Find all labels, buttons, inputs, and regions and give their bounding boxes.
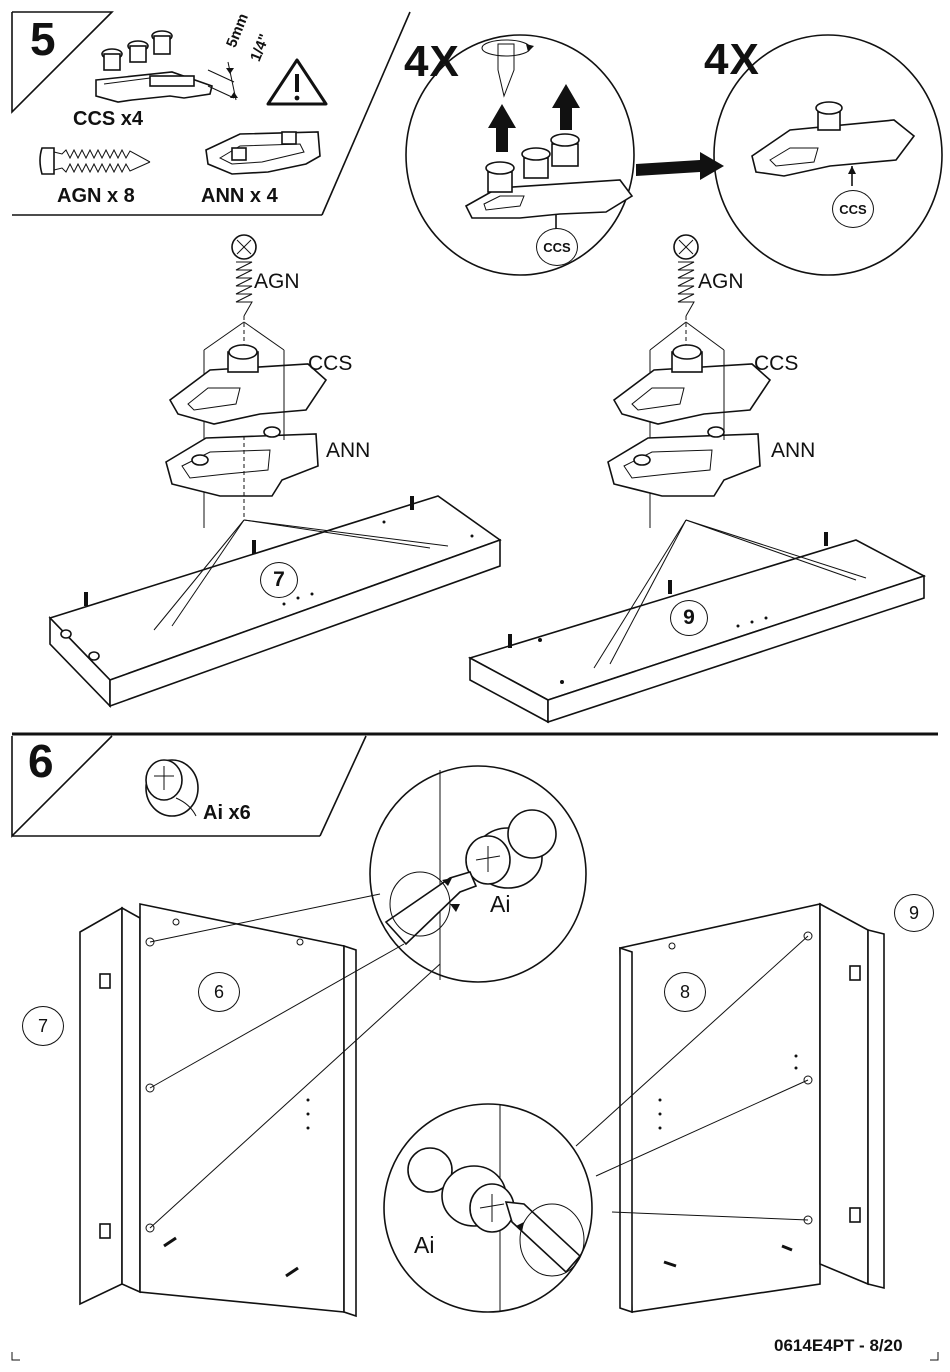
page-code: 0614E4PT - 8/20 — [774, 1337, 903, 1354]
